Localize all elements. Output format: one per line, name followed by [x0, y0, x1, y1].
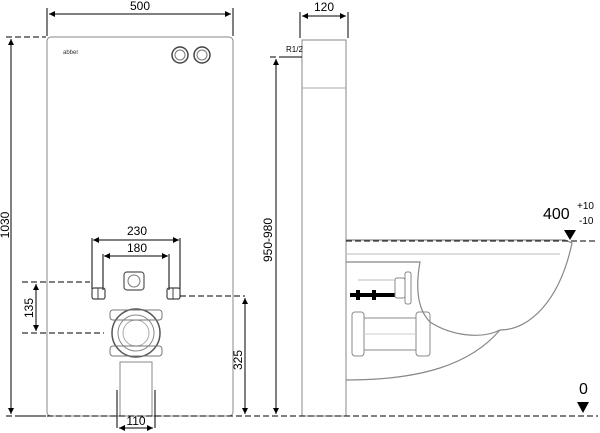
- svg-text:+10: +10: [577, 201, 594, 212]
- svg-text:1030: 1030: [0, 211, 12, 238]
- floor-level: 0: [20, 381, 598, 417]
- dim-bolt-180: 180: [102, 241, 170, 290]
- svg-text:950-980: 950-980: [261, 218, 275, 262]
- seat-height-level: 400 +10 -10: [346, 201, 598, 242]
- svg-text:230: 230: [127, 224, 147, 238]
- fixing-rod: [350, 271, 412, 305]
- dim-drain-width-110: 110: [116, 390, 156, 431]
- svg-text:110: 110: [126, 414, 145, 428]
- flush-buttons: [171, 46, 211, 64]
- svg-text:R1/2: R1/2: [286, 45, 303, 54]
- dim-height-1030: 1030: [0, 36, 46, 417]
- drain-pipe: [109, 308, 163, 417]
- svg-text:0: 0: [579, 381, 588, 398]
- svg-text:400: 400: [543, 206, 570, 223]
- svg-text:135: 135: [22, 298, 36, 318]
- dim-bolt-230: 230: [91, 224, 181, 290]
- mounting-bolt-right: [166, 287, 181, 300]
- svg-text:120: 120: [314, 0, 334, 14]
- inlet-r12: R1/2: [284, 45, 303, 58]
- dim-bolt-height-135: 135: [22, 284, 39, 331]
- drain-connector: [351, 311, 431, 357]
- svg-text:-10: -10: [579, 216, 594, 227]
- dim-drain-height-325: 325: [231, 298, 248, 414]
- dim-height-950-980: 950-980: [261, 56, 300, 414]
- water-connector: [123, 271, 145, 291]
- module-outline: [301, 39, 347, 417]
- mounting-bolt-left: [91, 287, 106, 300]
- toilet-bowl: [345, 239, 573, 381]
- svg-text:325: 325: [231, 350, 245, 370]
- front-view: abber 500 1030 230: [0, 0, 248, 431]
- svg-text:180: 180: [127, 241, 147, 255]
- brand-logo: abber: [63, 50, 78, 56]
- side-view: 120 R1/2 950-980: [261, 0, 573, 417]
- dim-width-500: 500: [46, 0, 234, 36]
- svg-text:500: 500: [130, 0, 150, 13]
- dim-depth-120: 120: [299, 0, 349, 38]
